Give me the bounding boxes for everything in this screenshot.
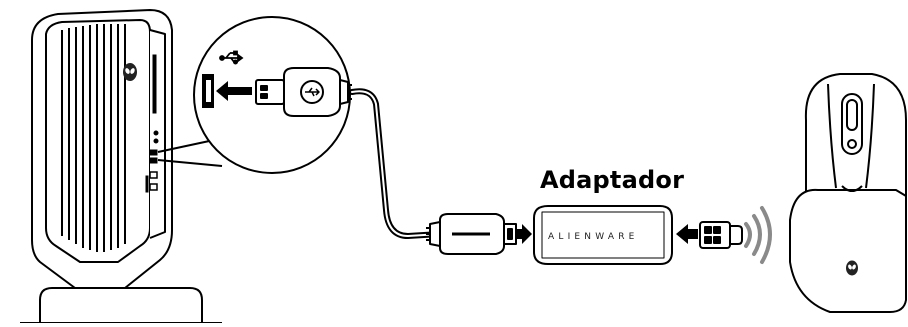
desktop-tower — [20, 9, 222, 324]
tower-front-ports — [145, 54, 159, 193]
usb-adapter — [533, 205, 673, 265]
magnifier-leader — [157, 139, 223, 167]
adapter-label: Adaptador — [540, 166, 685, 194]
zoomed-usb-connector — [255, 67, 352, 117]
tower-alien-logo-icon — [123, 63, 137, 81]
usb-icon — [219, 50, 244, 65]
mouse-alien-logo-icon — [846, 260, 858, 276]
cable-usb-plug — [426, 213, 517, 255]
wireless-dongle — [699, 221, 743, 249]
arrow-left-icon — [676, 224, 698, 244]
wireless-signal-icon — [744, 206, 772, 264]
arrow-left-icon — [216, 81, 252, 101]
zoomed-usb-port — [202, 74, 214, 108]
tower-grille — [61, 24, 126, 252]
adapter-brand-label: ALIENWARE — [548, 232, 639, 242]
wireless-mouse — [789, 73, 907, 313]
usb-cable — [349, 88, 443, 240]
arrow-right-icon — [516, 224, 532, 244]
